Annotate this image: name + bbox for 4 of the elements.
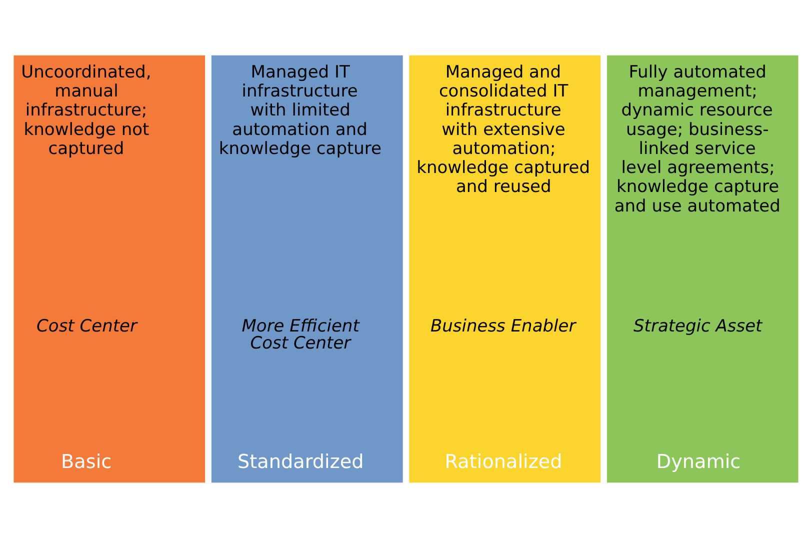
- node-box: Fully automated management; dynamic resource usage; business-linked service level agreements; knowledge capture and use automated Strategic Asset Dynamic: [604, 53, 800, 485]
- node-box: Uncoordinated, manual infrastructure; knowledge not captured Cost Center Basic: [12, 53, 208, 485]
- node-box: Managed and consolidated IT infrastructure with extensive automation; knowledge captured and reused Business Enabler Rationalized: [407, 53, 603, 485]
- node-box: Managed IT infrastructure with limited automation and knowledge capture More Efficient Cost Center Standardized: [209, 53, 405, 485]
